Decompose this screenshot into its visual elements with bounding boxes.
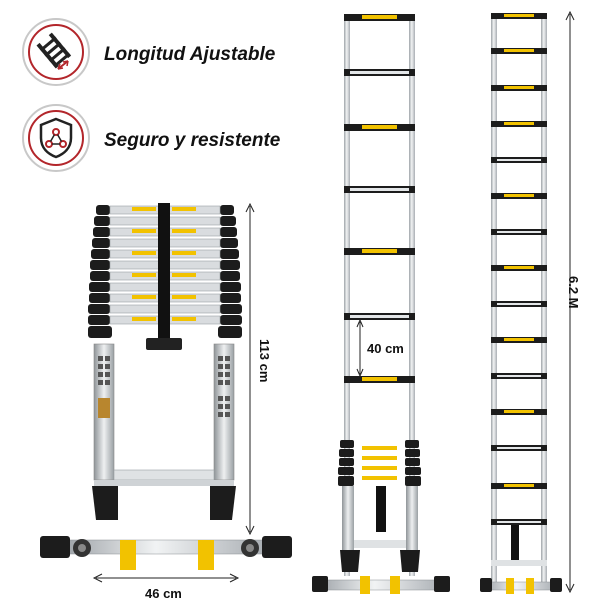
feature-label-safety: Seguro y resistente xyxy=(104,130,281,151)
safety-shield-icon xyxy=(22,104,90,172)
width-label: 46 cm xyxy=(145,586,182,601)
collapsed-ladder-strap xyxy=(158,203,170,343)
extended-ladder-front-rungs xyxy=(344,14,415,383)
feature-label-adjustable: Longitud Ajustable xyxy=(104,44,276,65)
step-spacing-label: 40 cm xyxy=(367,341,404,356)
extended-ladder-side-rungs xyxy=(491,13,547,525)
extended-ladder-side xyxy=(480,13,562,594)
width-dimension-line xyxy=(92,573,240,583)
step-spacing-dimension-line xyxy=(356,318,364,378)
collapsed-ladder xyxy=(40,203,292,570)
collapsed-height-label: 113 cm xyxy=(257,339,272,383)
extended-ladder-front xyxy=(312,14,450,594)
extended-ladder-front-base-stack xyxy=(312,440,450,594)
collapsed-ladder-right-collars xyxy=(218,205,242,338)
height-dimension-line xyxy=(245,202,255,536)
extended-height-label: 6.2 M xyxy=(566,276,581,309)
adjustable-ladder-icon xyxy=(22,18,90,86)
total-height-dimension-line xyxy=(565,10,575,594)
collapsed-ladder-left-collars xyxy=(88,205,112,338)
